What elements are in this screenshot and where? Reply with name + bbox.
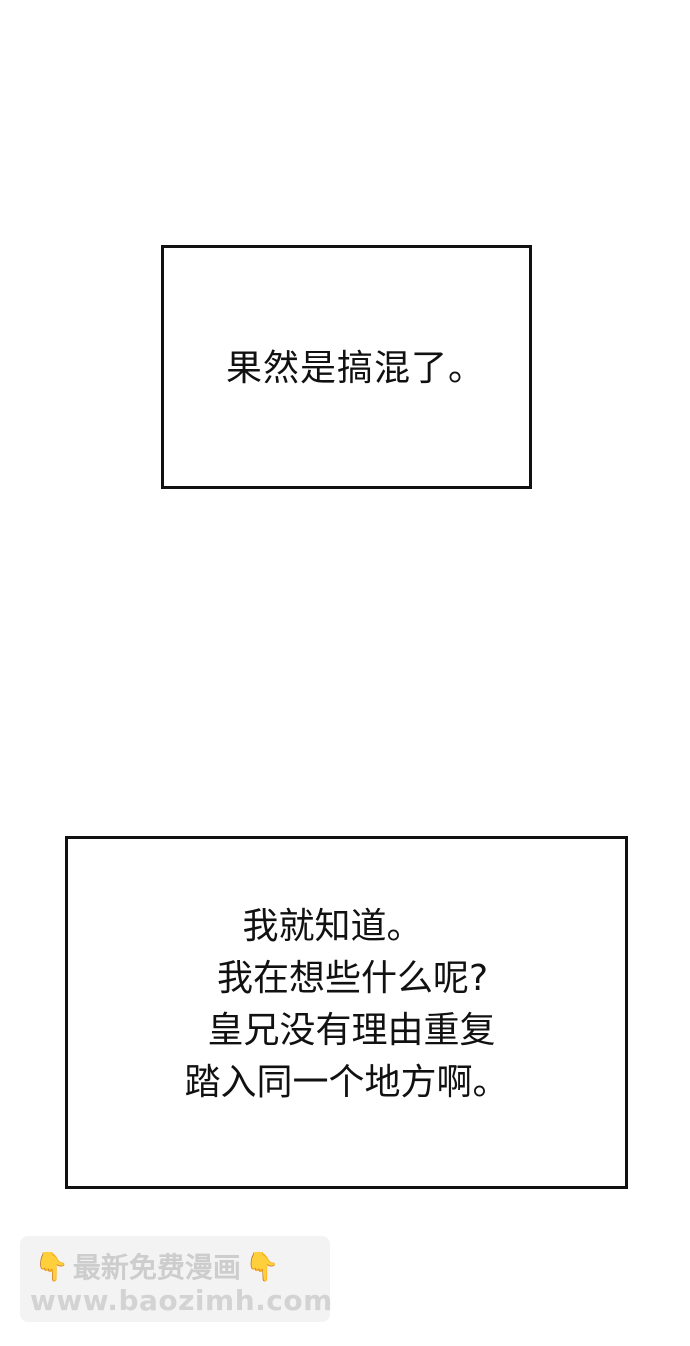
caption-box-2: 我就知道。 我在想些什么呢? 皇兄没有理由重复 踏入同一个地方啊。	[65, 836, 628, 1189]
pointing-down-hand-icon: 👇	[244, 1249, 280, 1283]
caption-line: 皇兄没有理由重复	[207, 1009, 496, 1051]
watermark: 👇 最新免费漫画 👇 www.baozimh.com	[20, 1236, 333, 1322]
watermark-title-row: 👇 最新免费漫画 👇	[34, 1246, 280, 1286]
watermark-title: 最新免费漫画	[72, 1251, 241, 1284]
watermark-url: www.baozimh.com	[30, 1284, 333, 1317]
caption-lines-2: 我就知道。 我在想些什么呢? 皇兄没有理由重复 踏入同一个地方啊。	[184, 901, 508, 1109]
pointing-down-hand-icon: 👇	[34, 1249, 69, 1283]
caption-text-1: 果然是搞混了。	[225, 348, 485, 389]
caption-box-1: 果然是搞混了。	[161, 245, 532, 489]
caption-line: 我在想些什么呢?	[216, 957, 489, 999]
caption-line: 踏入同一个地方啊。	[184, 1061, 509, 1103]
caption-line: 我就知道。	[242, 905, 423, 947]
